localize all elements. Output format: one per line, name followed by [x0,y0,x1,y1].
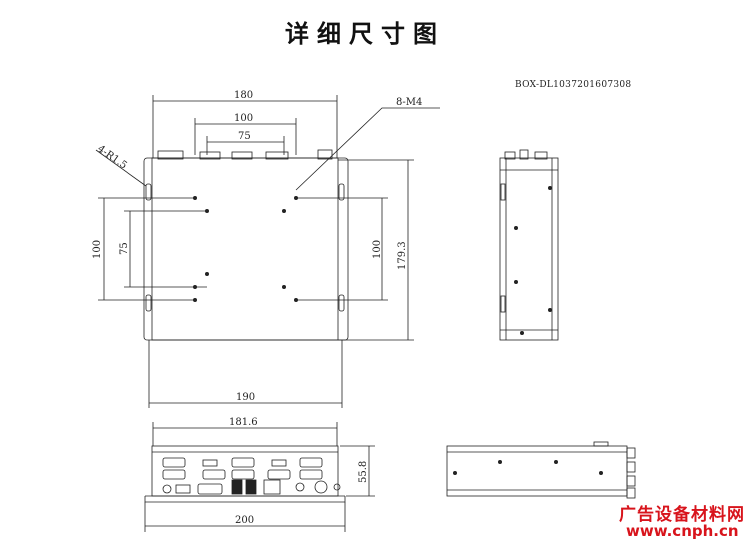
side-view-bottom [446,441,636,499]
dim-181-6: 181.6 [229,417,258,428]
dim-75-top: 75 [238,131,251,142]
dim-180: 180 [234,90,253,101]
side-view [499,149,559,341]
dim-190: 190 [236,392,255,403]
dim-8-m4: 8-M4 [396,97,422,108]
top-view [95,95,440,408]
dim-75-left: 75 [119,242,130,255]
dim-200: 200 [235,515,254,526]
watermark-url: www.cnph.cn [626,522,739,540]
front-view [144,422,375,532]
dim-100-right: 100 [372,240,383,259]
dim-55-8: 55.8 [358,461,369,483]
dim-100-top: 100 [234,113,253,124]
drawing-title: 详细尺寸图 [285,19,445,48]
model-number: BOX-DL1037201607308 [515,80,632,90]
watermark-text: 广告设备材料网 [619,505,745,525]
dim-4-r1-5: 4-R1.5 [95,143,128,171]
dim-100-left: 100 [92,240,103,259]
dim-179-3: 179.3 [397,241,408,270]
